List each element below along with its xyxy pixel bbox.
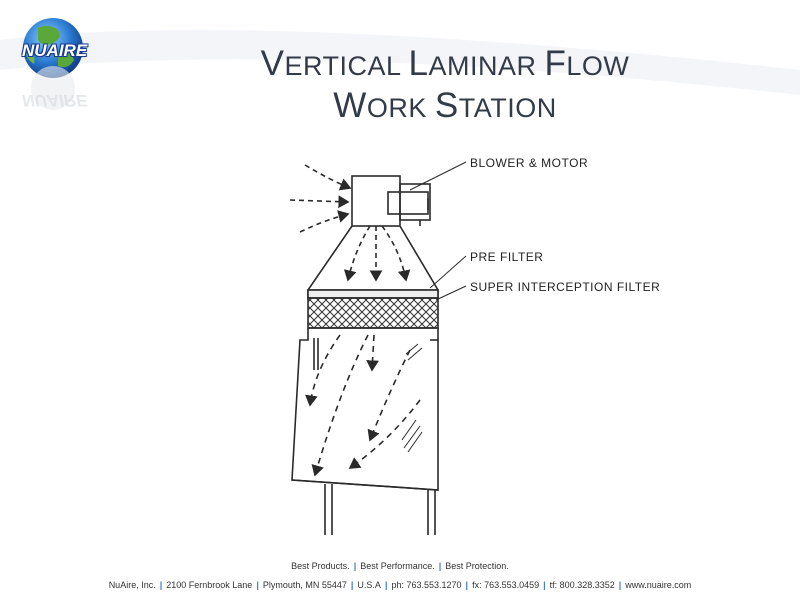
tagline-item: Best Performance. [360,561,435,571]
footer-tollfree: tf: 800.328.3352 [549,580,615,590]
footer-fax: fx: 763.553.0459 [472,580,540,590]
leader-lines [409,161,467,301]
footer-address: 2100 Fernbrook Lane [166,580,253,590]
laminar-flow-diagram: BLOWER & MOTOR PRE FILTER SUPER INTERCEP… [270,140,670,540]
label-super-interception-filter: SUPER INTERCEPTION FILTER [470,280,661,294]
label-pre-filter: PRE FILTER [470,250,544,264]
header-swoosh [0,30,800,120]
label-blower-motor: BLOWER & MOTOR [470,156,589,170]
nuaire-logo: NUAIRE NUAIRE [8,8,98,118]
footer-website-link[interactable]: www.nuaire.com [625,580,692,590]
logo-reflection: NUAIRE [22,91,88,110]
workstation-drawing [289,161,467,535]
glass-panel [401,343,423,453]
footer-phone: ph: 763.553.1270 [391,580,462,590]
logo-text: NUAIRE [22,41,88,60]
intake-arrows [289,164,352,233]
work-cabinet [291,328,439,491]
super-filter [307,297,439,329]
title-word: LAMINAR [408,44,537,83]
title-line-1: VERTICAL LAMINAR FLOW [200,44,690,86]
pre-filter [307,289,439,299]
title-word: STATION [434,86,557,125]
tagline: Best Products.|Best Performance.|Best Pr… [291,561,509,571]
footer-city: Plymouth, MN 55447 [262,580,347,590]
title-word: FLOW [544,44,630,83]
footer-contact: NuAire, Inc.|2100 Fernbrook Lane|Plymout… [108,580,692,590]
tagline-item: Best Protection. [445,561,509,571]
title-word: WORK [333,86,427,125]
globe-icon [23,18,83,110]
title-line-2: WORK STATION [200,86,690,128]
blower-housing [351,175,431,227]
footer-company: NuAire, Inc. [108,580,156,590]
title-word: VERTICAL [260,44,401,83]
legs [324,484,436,535]
hood-airflow [343,225,411,282]
tagline-item: Best Products. [291,561,350,571]
page-title: VERTICAL LAMINAR FLOW WORK STATION [200,44,690,128]
footer-country: U.S.A [357,580,381,590]
work-area-airflow [305,334,421,477]
hood [307,225,439,298]
